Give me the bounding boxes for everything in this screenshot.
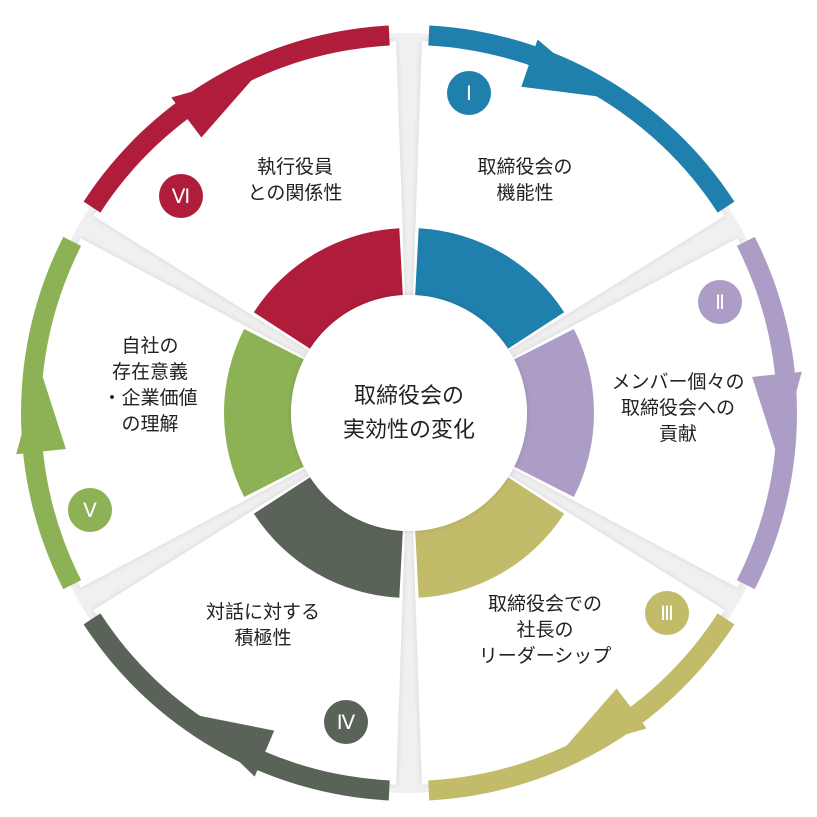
segment-label-line: ・企業価値 (102, 387, 197, 409)
segment-badge: Ⅰ (447, 71, 491, 115)
badge-numeral: Ⅱ (715, 292, 725, 314)
segment-arrow (171, 73, 258, 138)
segment-label-line: の理解 (121, 413, 178, 435)
segment-badge: Ⅱ (698, 280, 742, 324)
segment-label-line: 執行役員 (257, 156, 333, 178)
segment-panel (510, 238, 781, 588)
segment-outer-arc (428, 613, 735, 801)
segment-label-line: 貢献 (659, 423, 697, 445)
segment-label-line: 存在意義 (112, 361, 188, 383)
segment-arrow (752, 371, 802, 459)
segment-label-line: 自社の (121, 335, 178, 357)
badge-circle (645, 591, 689, 635)
center-circle (291, 295, 527, 531)
segment-inner-ring (253, 228, 403, 349)
segment-outer-arc (20, 236, 82, 590)
segment-inner-ring (253, 477, 403, 598)
segment-label-line: メンバー個々の (611, 371, 744, 393)
badge-numeral: Ⅳ (337, 712, 356, 734)
segment-inner-ring (415, 477, 565, 598)
badge-circle (324, 700, 368, 744)
badge-circle (68, 488, 112, 532)
segment-label-line: との関係性 (248, 182, 343, 204)
center-title-line: 実効性の変化 (343, 418, 475, 443)
segment-label-line: 取締役会での (488, 593, 602, 615)
segment-inner-ring (223, 329, 304, 497)
segment-label-line: 社長の (516, 619, 573, 641)
segment-outer-arc (83, 613, 390, 801)
segment-label-line: 取締役会への (621, 397, 735, 419)
segment-label-line: 取締役会の (477, 156, 572, 178)
segment-arrow (521, 39, 607, 98)
segment-arrow (560, 688, 647, 753)
badge-numeral: Ⅰ (466, 83, 472, 105)
badge-numeral: Ⅵ (172, 186, 190, 208)
segment-arrow (16, 367, 66, 455)
badge-circle (447, 71, 491, 115)
segment-label-line: 積極性 (234, 627, 291, 649)
segment-badge: Ⅲ (645, 591, 689, 635)
segment-badge: Ⅳ (324, 700, 368, 744)
badge-numeral: Ⅴ (83, 500, 97, 522)
segment-arrow (190, 713, 275, 777)
badge-numeral: Ⅲ (660, 603, 674, 625)
center-title-line: 取締役会の (354, 384, 464, 409)
badge-circle (159, 174, 203, 218)
badge-circle (698, 280, 742, 324)
segment-badge: Ⅵ (159, 174, 203, 218)
segment-label-line: 機能性 (496, 182, 553, 204)
segment-outer-arc (83, 25, 390, 213)
segment-label-line: 対話に対する (206, 601, 320, 623)
segment-badge: Ⅴ (68, 488, 112, 532)
segment-label-line: リーダーシップ (479, 645, 612, 667)
segment-outer-arc (736, 236, 797, 590)
segment-inner-ring (415, 228, 565, 349)
segment-inner-ring (514, 329, 594, 497)
segment-outer-arc (428, 25, 735, 213)
